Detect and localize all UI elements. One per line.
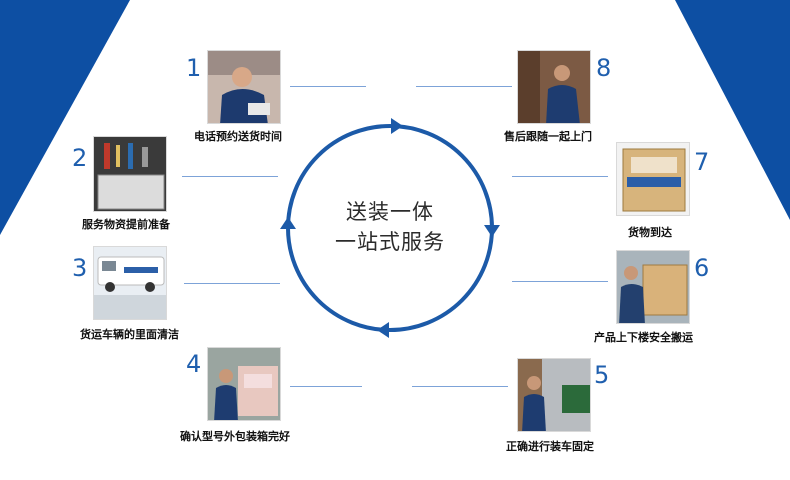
- step-caption: 电话预约送货时间: [194, 130, 282, 143]
- step-number: 1: [186, 54, 202, 82]
- step-caption: 确认型号外包装箱完好: [180, 430, 290, 443]
- carrying-box-photo: [616, 250, 690, 324]
- step-caption: 货运车辆的里面清洁: [80, 328, 179, 341]
- step-number: 6: [694, 254, 710, 282]
- step-number: 2: [72, 144, 88, 172]
- arrow-bottom-icon: [377, 322, 389, 338]
- step-number: 8: [596, 54, 612, 82]
- loading-truck-photo: [517, 358, 591, 432]
- arrow-left-icon: [280, 217, 296, 229]
- connector-line: [412, 386, 508, 387]
- connector-line: [416, 86, 512, 87]
- connector-line: [184, 283, 280, 284]
- door-visit-photo: [517, 50, 591, 124]
- step-number: 5: [594, 361, 610, 389]
- phone-call-photo: [207, 50, 281, 124]
- step-caption: 售后跟随一起上门: [504, 130, 592, 143]
- cycle-circle: [280, 118, 500, 338]
- arrow-top-icon: [391, 118, 403, 134]
- box-check-photo: [207, 347, 281, 421]
- toolbox-photo: [93, 136, 167, 212]
- connector-line: [290, 86, 366, 87]
- step-number: 4: [186, 350, 202, 378]
- right-corner-decoration: [675, 0, 790, 220]
- step-number: 3: [72, 254, 88, 282]
- step-caption: 服务物资提前准备: [82, 218, 170, 231]
- center-title: 送装一体: [346, 200, 434, 224]
- connector-line: [512, 176, 608, 177]
- haier-box-photo: [616, 142, 690, 216]
- van-photo: [93, 246, 167, 320]
- connector-line: [182, 176, 278, 177]
- arrow-right-icon: [484, 225, 500, 237]
- connector-line: [290, 386, 362, 387]
- connector-line: [512, 281, 608, 282]
- step-caption: 产品上下楼安全搬运: [594, 331, 693, 344]
- center-subtitle: 一站式服务: [335, 230, 445, 254]
- step-caption: 货物到达: [628, 226, 672, 239]
- step-number: 7: [694, 148, 710, 176]
- step-caption: 正确进行装车固定: [506, 440, 594, 453]
- left-corner-decoration: [0, 0, 130, 235]
